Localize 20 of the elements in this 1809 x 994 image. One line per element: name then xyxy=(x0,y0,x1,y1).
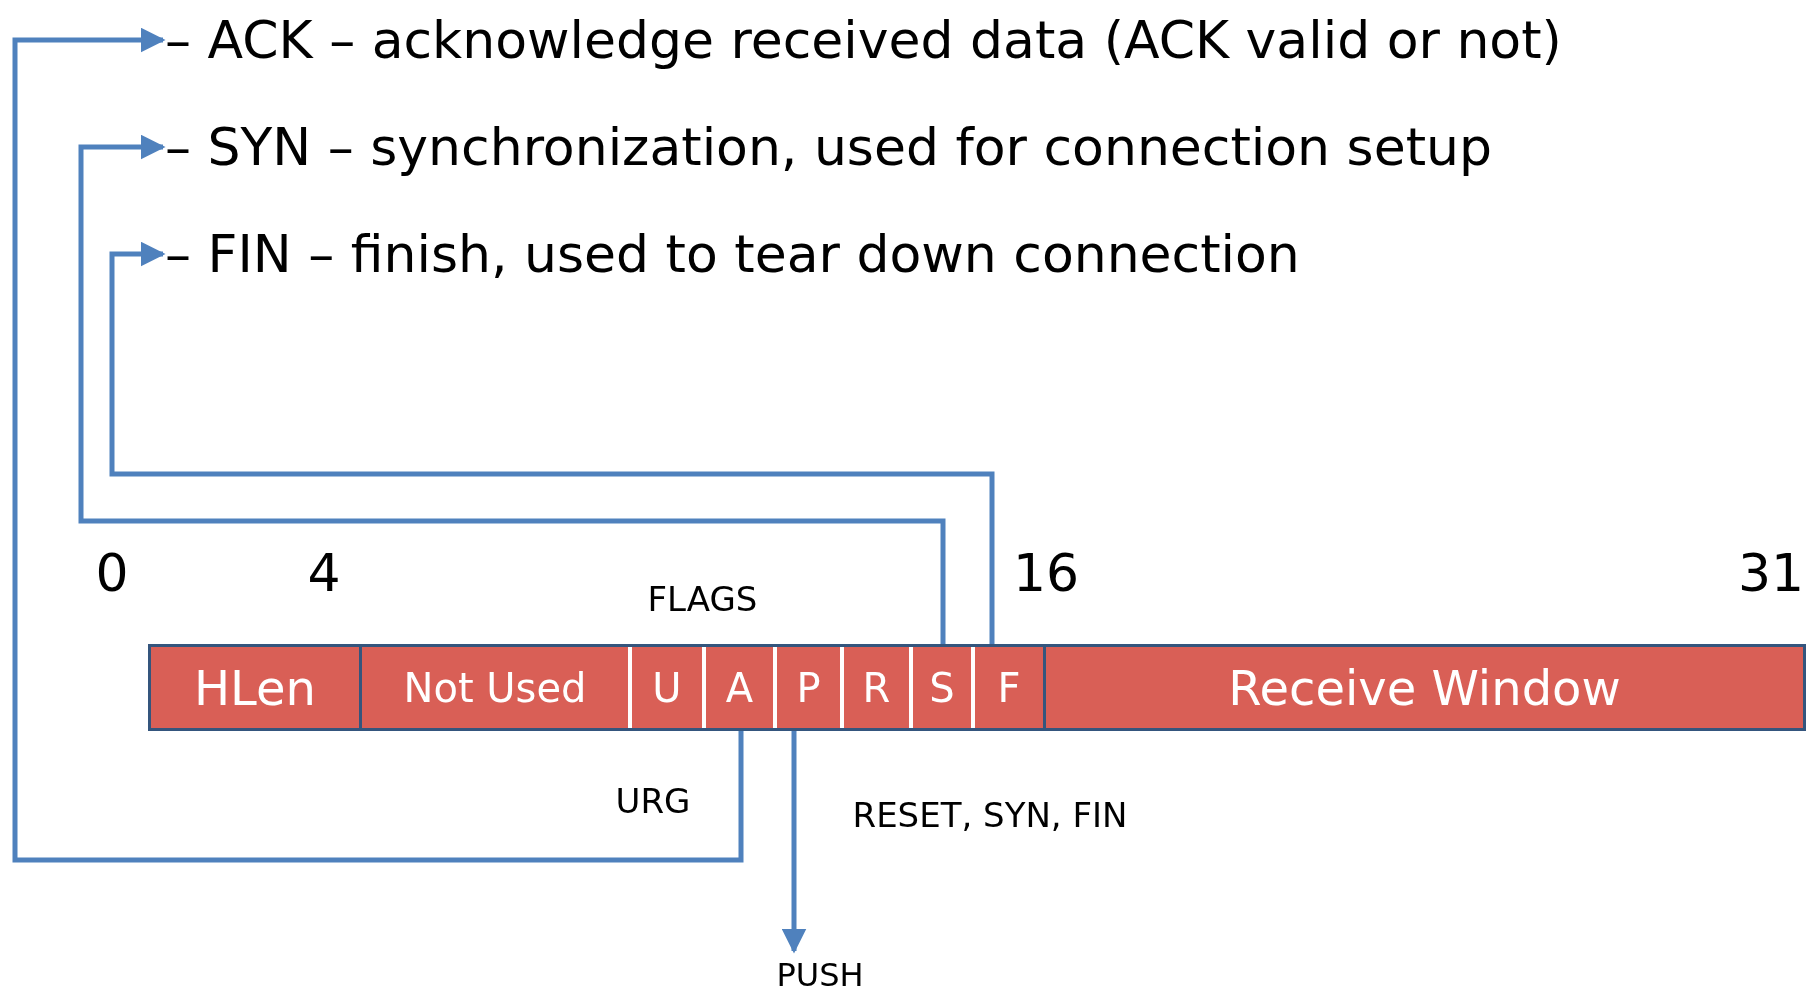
bit-number: 0 xyxy=(95,543,129,603)
receive-window-field: Receive Window xyxy=(1043,644,1806,731)
flag-letter: R xyxy=(840,647,909,728)
flag-name: RESET, SYN, FIN xyxy=(852,795,1128,835)
flag-description: – SYN – synchronization, used for connection setup xyxy=(165,119,1805,175)
bit-number: 16 xyxy=(1012,543,1080,603)
flag-description: – ACK – acknowledge received data (ACK valid or not) xyxy=(165,12,1805,68)
flag-description: – FIN – finish, used to tear down connection xyxy=(165,226,1805,282)
field-heading: FLAGS xyxy=(647,579,758,619)
bit-number: 31 xyxy=(1737,543,1805,603)
flag-letter: A xyxy=(702,647,773,728)
flag-name: Not Used xyxy=(362,647,628,728)
flag-letter: P xyxy=(773,647,840,728)
arrow xyxy=(12,27,744,863)
header-length-field: HLen xyxy=(148,644,362,731)
flag-letter: S xyxy=(909,647,971,728)
flag-name: URG xyxy=(615,781,691,821)
flag-name: PUSH xyxy=(760,955,880,994)
flag-letter: U xyxy=(628,647,702,728)
bit-number: 4 xyxy=(307,543,341,603)
